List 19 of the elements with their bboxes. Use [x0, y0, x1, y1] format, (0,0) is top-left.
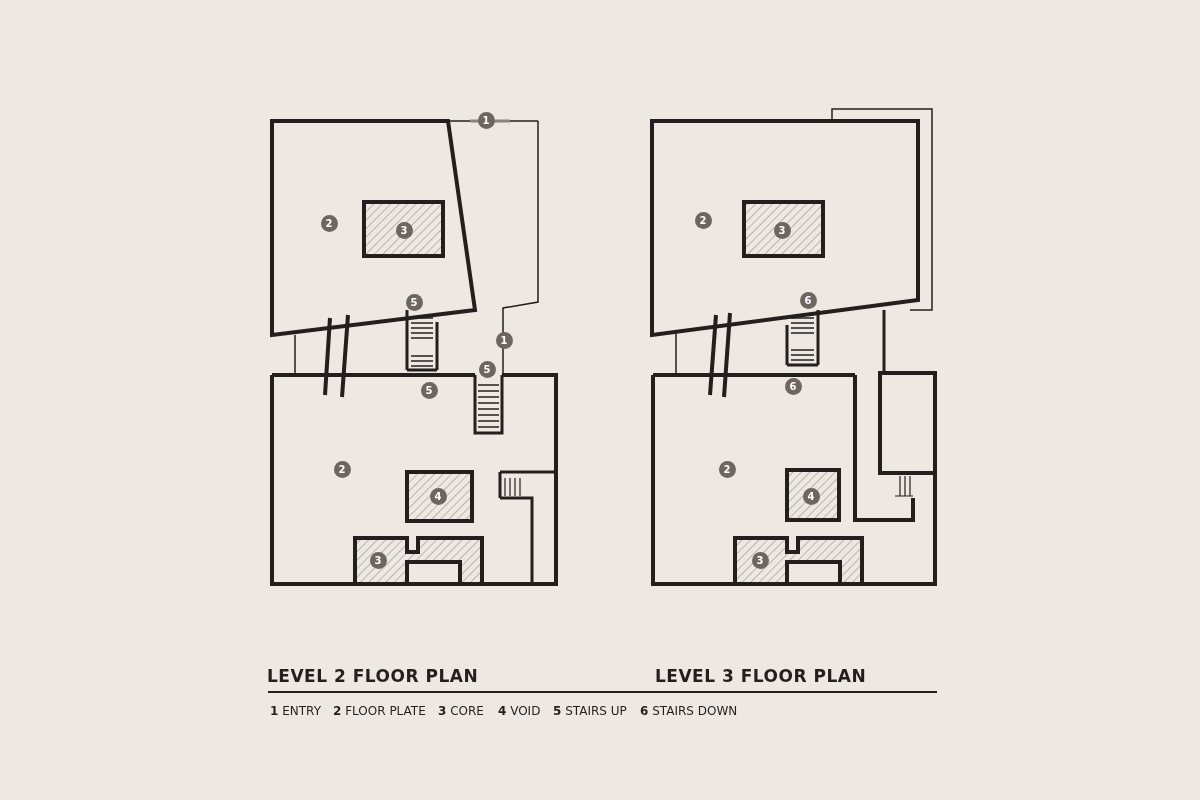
callout-number: 5 [478, 360, 496, 378]
callout-number: 2 [333, 460, 351, 478]
plan-heading: LEVEL 3 FLOOR PLAN [655, 666, 867, 686]
callout-number: 5 [405, 293, 423, 311]
callout-number: 1 [477, 111, 495, 129]
legend-entry: 2 FLOOR PLATE [333, 704, 426, 718]
callout-number: 2 [694, 211, 712, 229]
legend-entry: 1 ENTRY [270, 704, 321, 718]
legend-entry: 5 STAIRS UP [553, 704, 627, 718]
legend-entry: 3 CORE [438, 704, 484, 718]
plan-heading: LEVEL 2 FLOOR PLAN [267, 666, 479, 686]
callout-number: 2 [320, 214, 338, 232]
callout-number: 6 [799, 291, 817, 309]
callout-number: 1 [495, 331, 513, 349]
legend-entry: 6 STAIRS DOWN [640, 704, 738, 718]
legend-entry: 4 VOID [498, 704, 541, 718]
callout-number: 5 [420, 381, 438, 399]
callout-number: 6 [784, 377, 802, 395]
callout-number: 2 [718, 460, 736, 478]
